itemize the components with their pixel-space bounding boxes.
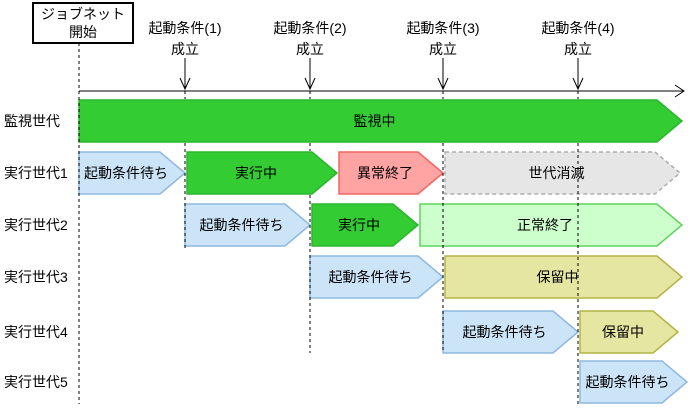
status-bar (579, 310, 680, 354)
condition-arrowhead (437, 77, 449, 91)
status-bar (338, 151, 445, 195)
condition-label-line2: 成立 (429, 41, 457, 57)
status-bar (444, 151, 682, 195)
status-bar-label: 実行中 (338, 217, 380, 233)
condition-arrowhead (179, 77, 191, 91)
condition-arrowhead (572, 77, 584, 91)
status-bar (442, 310, 580, 354)
status-bar (419, 203, 684, 247)
status-bar-label: 世代消滅 (529, 165, 585, 181)
row-label: 実行世代4 (4, 324, 68, 340)
status-bar (186, 151, 339, 195)
row-label: 実行世代5 (4, 374, 68, 390)
condition-label: 起動条件(1) (148, 20, 221, 36)
status-bar-label: 起動条件待ち (84, 165, 168, 181)
row-label: 監視世代 (4, 113, 60, 129)
condition-arrowhead (304, 77, 316, 91)
status-bar-label: 起動条件待ち (586, 374, 670, 390)
row-label: 実行世代2 (4, 217, 68, 233)
jobnet-start-label: ジョブネット (41, 6, 125, 22)
time-axis-arrowhead (674, 84, 685, 98)
status-bar-label: 正常終了 (517, 217, 573, 233)
jobnet-start-box (32, 2, 134, 44)
condition-label-line2: 成立 (296, 41, 324, 57)
status-bar (579, 360, 689, 404)
condition-label-line2: 成立 (171, 41, 199, 57)
condition-label: 起動条件(4) (541, 20, 614, 36)
condition-label: 起動条件(3) (406, 20, 479, 36)
status-bar-label: 監視中 (354, 113, 396, 129)
status-bar-label: 異常終了 (357, 165, 413, 181)
condition-label: 起動条件(2) (273, 20, 346, 36)
row-label: 実行世代1 (4, 165, 68, 181)
status-bar-label: 保留中 (602, 324, 644, 340)
condition-label-line2: 成立 (564, 41, 592, 57)
status-bar-label: 起動条件待ち (200, 217, 284, 233)
status-bar-label: 実行中 (235, 165, 277, 181)
status-bar-label: 起動条件待ち (329, 269, 413, 285)
row-label: 実行世代3 (4, 269, 68, 285)
status-bar (311, 203, 420, 247)
jobnet-start-label-line2: 開始 (69, 24, 97, 40)
status-bar (444, 255, 684, 299)
status-bar-label: 起動条件待ち (463, 324, 547, 340)
status-bar-label: 保留中 (537, 269, 579, 285)
